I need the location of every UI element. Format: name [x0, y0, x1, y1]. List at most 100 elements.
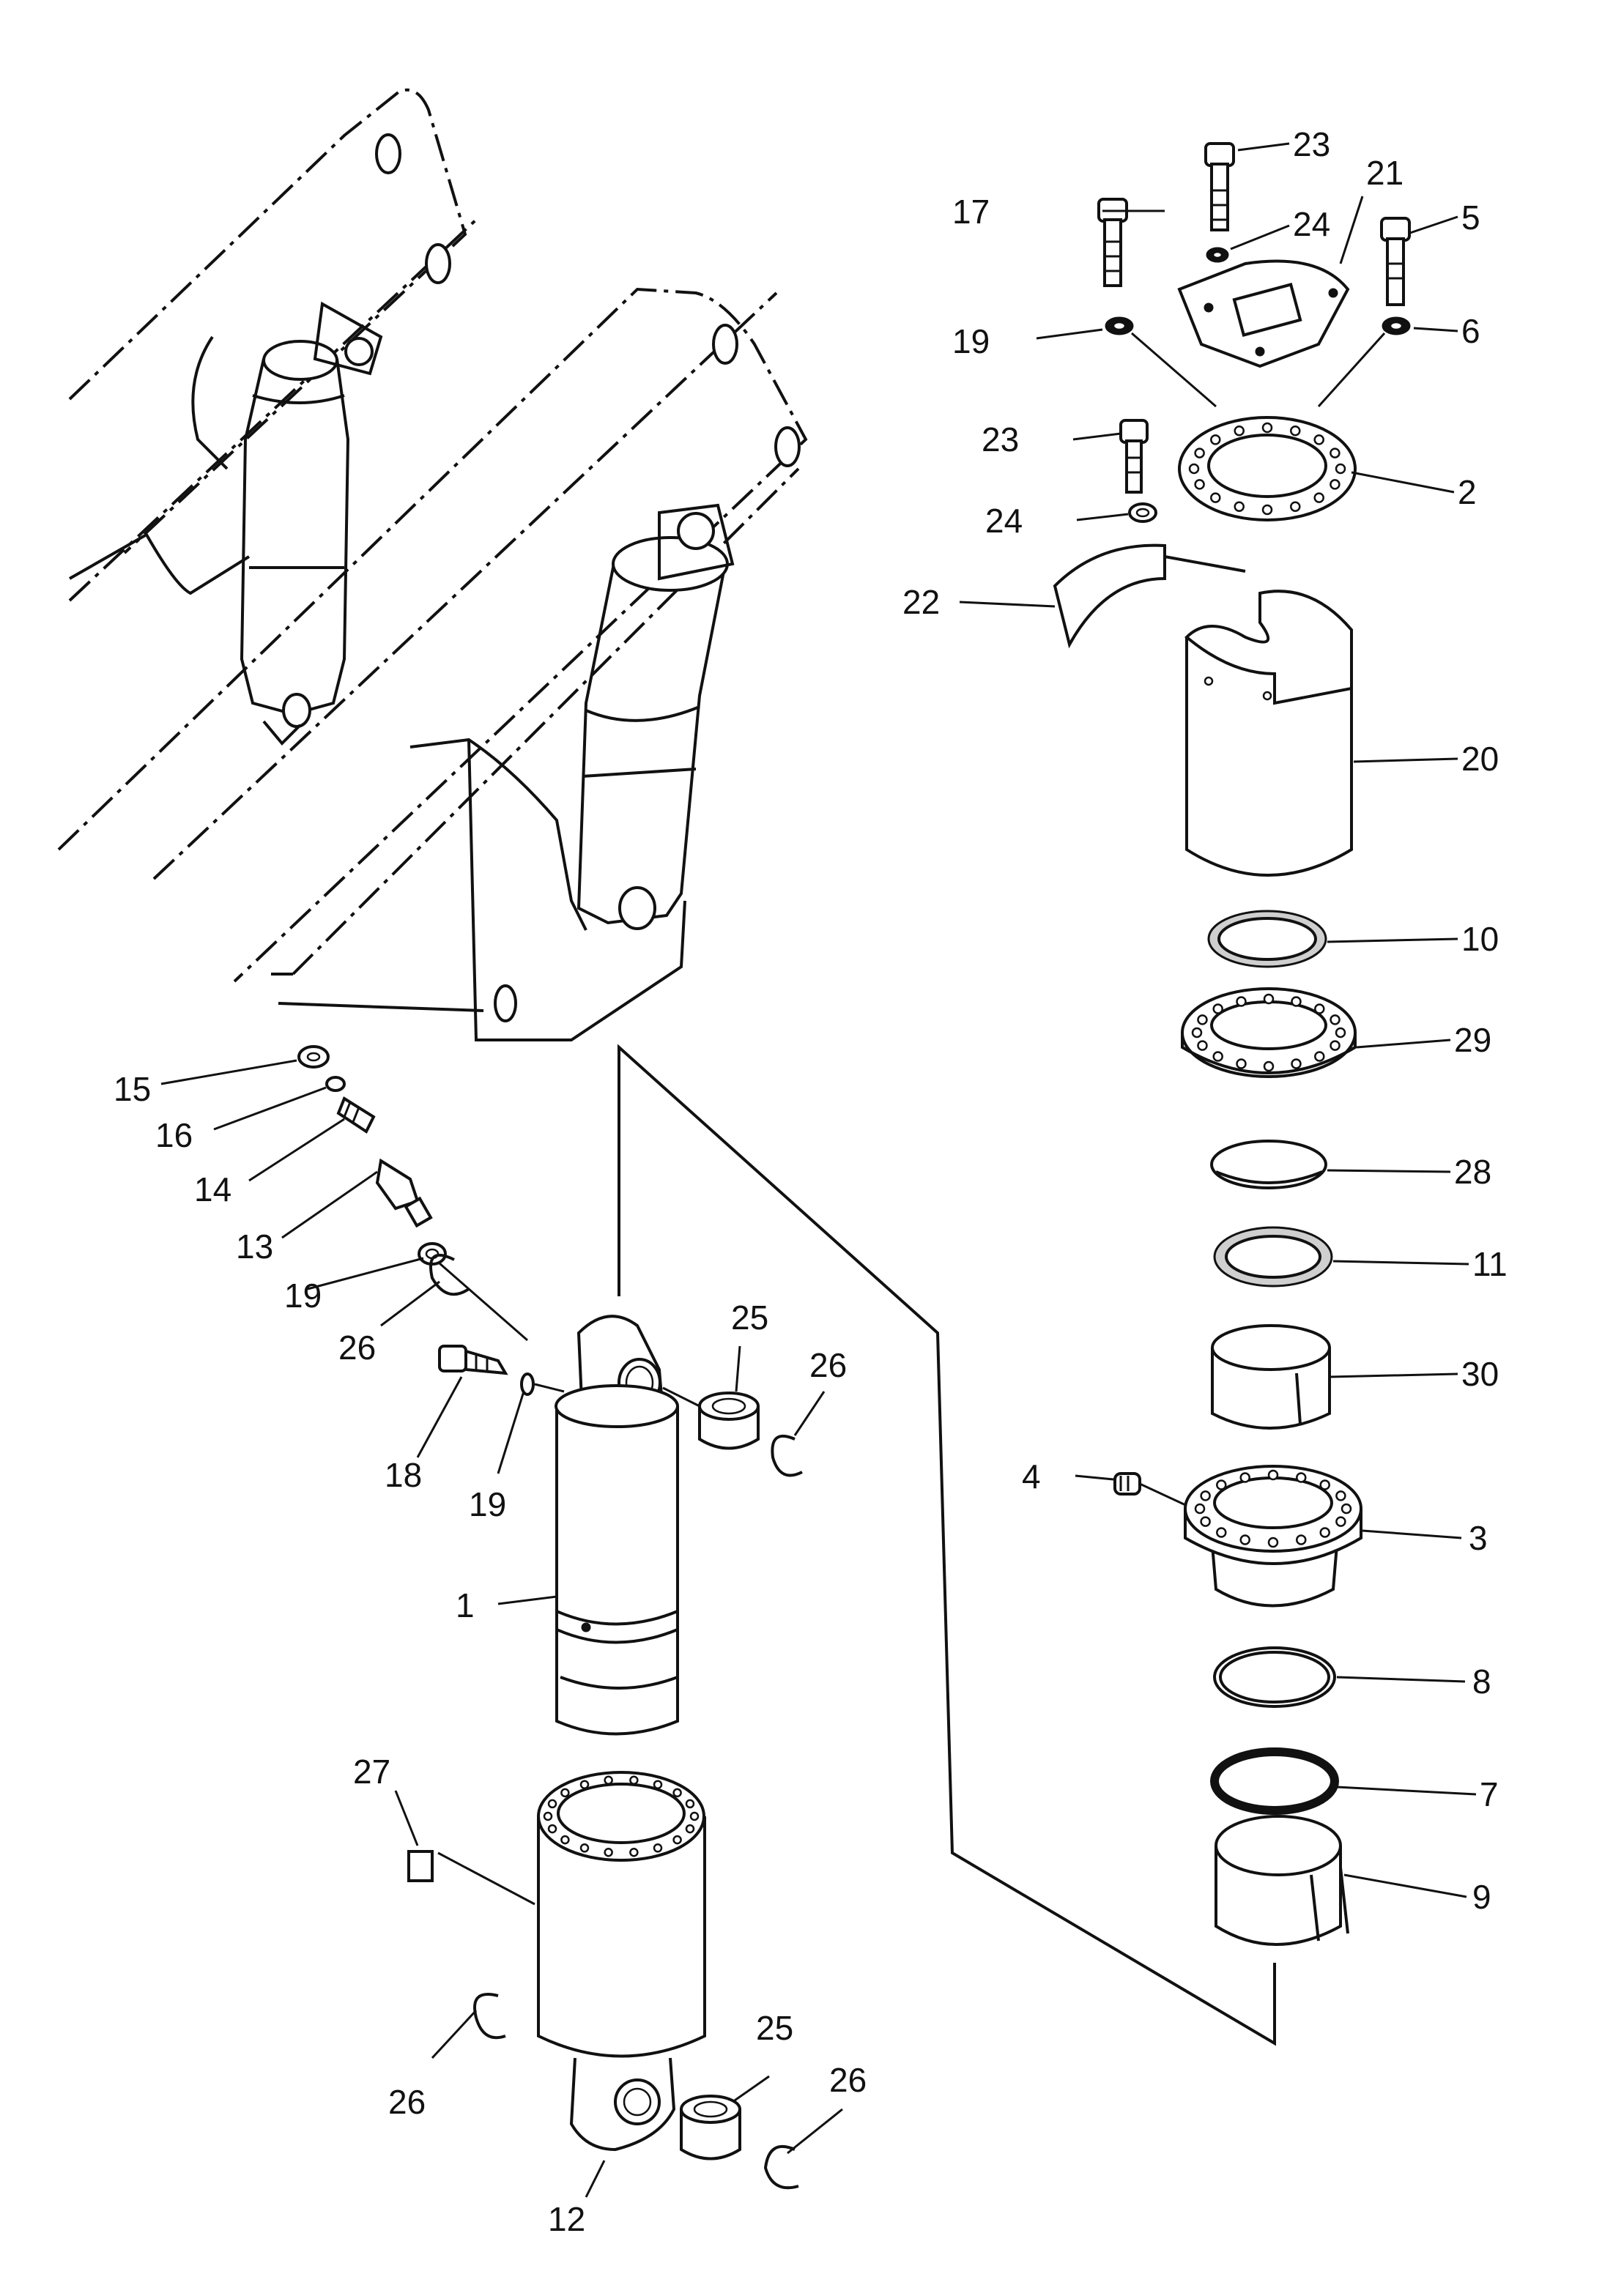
flange-bolt-hole: [1188, 463, 1200, 475]
cylinder-cover: [1184, 590, 1353, 877]
ring-nut-hole: [1263, 993, 1275, 1005]
assembly-leader: [618, 1044, 1276, 2046]
gland-bolt-hole: [1341, 1503, 1352, 1515]
label-26-lower-right: 26: [829, 2061, 867, 2099]
label-19-top: 19: [952, 322, 990, 360]
flange-bolt-hole: [1194, 479, 1205, 490]
ring-nut-hole: [1197, 1040, 1208, 1051]
gland-bolt-hole: [1267, 1537, 1279, 1548]
label-9: 9: [1472, 1878, 1491, 1916]
guard-plate: [1053, 543, 1246, 649]
label-8: 8: [1472, 1662, 1491, 1701]
flange-bolt-hole: [1194, 447, 1205, 458]
label-24-lower: 24: [985, 502, 1023, 540]
label-20: 20: [1461, 740, 1499, 778]
body-bolt-hole: [579, 1780, 590, 1789]
body-bolt-hole: [604, 1775, 613, 1786]
flange-bolt-hole: [1330, 447, 1341, 458]
body-bolt-hole: [653, 1780, 663, 1789]
body-bolt-hole: [653, 1843, 663, 1853]
gland-bolt-hole: [1319, 1479, 1330, 1490]
mounting-flange: [1178, 416, 1357, 521]
label-26-top: 26: [338, 1329, 376, 1367]
body-bolt-hole: [560, 1788, 570, 1798]
label-25-top: 25: [731, 1299, 768, 1337]
body-bolt-hole: [689, 1811, 700, 1821]
leader-lines: [160, 142, 1477, 2155]
body-bolt-hole: [579, 1843, 590, 1853]
flange-bolt-hole: [1313, 492, 1324, 503]
label-14: 14: [194, 1170, 231, 1208]
gland-bolt-hole: [1319, 1527, 1330, 1538]
flange-bolt-hole: [1335, 463, 1346, 475]
gland-bolt-hole: [1200, 1516, 1211, 1527]
top-bolt-group: [1097, 142, 1411, 408]
ring-8: [1213, 1646, 1336, 1708]
snap-rings-26-lower: [473, 1993, 799, 2190]
label-7: 7: [1480, 1775, 1499, 1813]
gland-bolt-hole: [1267, 1469, 1279, 1481]
ring-nut-hole: [1212, 1051, 1223, 1062]
body-bolt-hole: [543, 1811, 553, 1821]
label-25-lower: 25: [756, 2009, 793, 2047]
gland-bolt-hole: [1239, 1472, 1250, 1483]
label-3: 3: [1469, 1519, 1488, 1557]
ring-nut-hole: [1330, 1014, 1341, 1025]
label-26-lower-left: 26: [388, 2083, 426, 2121]
label-28: 28: [1454, 1153, 1491, 1191]
ring-nut-hole: [1314, 1003, 1325, 1014]
label-24-top: 24: [1293, 205, 1330, 243]
label-26-right: 26: [809, 1346, 847, 1384]
flange-bolt-hole: [1234, 426, 1245, 436]
label-12: 12: [548, 2200, 585, 2238]
part-labels: 17 23 21 24 5 19 6 23 2 24 22 20 10 29 2…: [114, 125, 1508, 2238]
label-15: 15: [114, 1070, 151, 1108]
grease-fitting-group: [297, 1045, 528, 1342]
ring-nut-hole: [1263, 1060, 1275, 1072]
label-23-lower: 23: [982, 420, 1019, 458]
ring-nut-hole: [1291, 996, 1302, 1007]
body-bolt-hole: [629, 1775, 639, 1786]
label-19-mid: 19: [469, 1485, 506, 1523]
label-2: 2: [1458, 473, 1477, 511]
ring-11: [1213, 1226, 1333, 1288]
flange-bolt-hole: [1210, 434, 1221, 445]
ring-nut-hole: [1314, 1051, 1325, 1062]
bushing-25-lower: [680, 2095, 741, 2161]
gland-bolt-hole: [1335, 1516, 1346, 1527]
flange-bolt-hole: [1261, 504, 1273, 516]
label-13: 13: [236, 1227, 273, 1266]
gland-bolt-hole: [1194, 1503, 1206, 1515]
label-10: 10: [1461, 920, 1499, 958]
body-bolt-hole: [629, 1847, 639, 1857]
gland-bolt-hole: [1216, 1527, 1227, 1538]
frame-context-view: [57, 88, 808, 1041]
body-bolt-hole: [685, 1824, 695, 1834]
body-bolt-hole: [547, 1824, 557, 1834]
tag-27: [407, 1850, 535, 1906]
gland-bolt-hole: [1200, 1490, 1211, 1501]
ring-nut-hole: [1212, 1003, 1223, 1014]
bushing-30: [1211, 1324, 1331, 1430]
body-bolt-hole: [547, 1799, 557, 1809]
ring-nut-hole: [1330, 1040, 1341, 1051]
label-16: 16: [155, 1116, 193, 1154]
label-1: 1: [456, 1586, 475, 1624]
label-11: 11: [1472, 1245, 1508, 1283]
label-21: 21: [1366, 154, 1404, 192]
body-bolt-hole: [560, 1835, 570, 1845]
label-30: 30: [1461, 1355, 1499, 1393]
body-bolt-hole: [685, 1799, 695, 1809]
label-27: 27: [353, 1753, 390, 1791]
body-bolt-hole: [604, 1847, 613, 1857]
ring-nut-hole: [1236, 996, 1247, 1007]
ring-nut-hole: [1191, 1027, 1203, 1039]
ring-28: [1210, 1140, 1327, 1189]
flange-bolt-hole: [1313, 434, 1324, 445]
band-9: [1215, 1815, 1349, 1946]
flange-bolt-hole: [1290, 426, 1301, 436]
label-5: 5: [1461, 198, 1480, 237]
label-4: 4: [1022, 1457, 1041, 1496]
